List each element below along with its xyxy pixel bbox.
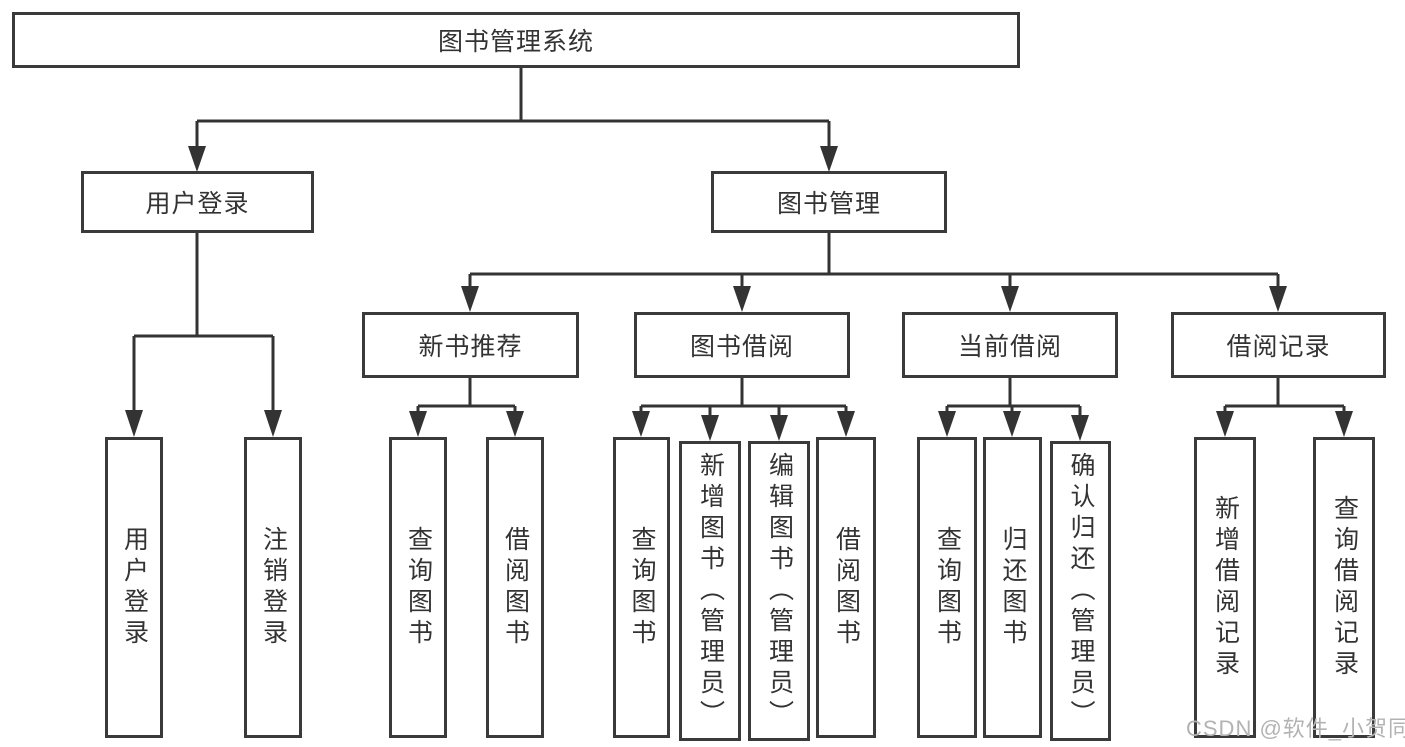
node-borrow-records-label: 借阅记录 [1226,333,1331,361]
node-root-label: 图书管理系统 [437,28,594,56]
leaf-borrow-borrow-books: 借阅图书 [816,437,876,738]
node-book-management: 图书管理 [711,171,947,233]
leaf-rec-borrow-books-label: 借阅图书 [501,525,530,650]
leaf-borrow-query-books: 查询图书 [613,437,670,738]
node-current-borrowing: 当前借阅 [902,312,1118,378]
node-borrow-records: 借阅记录 [1171,312,1386,378]
leaf-records-add-borrow-record-label: 新增借阅记录 [1211,494,1240,681]
leaf-user-login: 用户登录 [105,437,163,738]
node-new-book-recommend-label: 新书推荐 [418,333,523,361]
leaf-records-query-borrow-record: 查询借阅记录 [1313,437,1375,738]
node-root: 图书管理系统 [12,12,1020,68]
leaf-user-login-label: 用户登录 [120,525,149,650]
node-current-borrowing-label: 当前借阅 [957,333,1062,361]
leaf-rec-borrow-books: 借阅图书 [486,437,544,738]
csdn-watermark: CSDN @软件_小贺同学 [1186,716,1405,741]
leaf-current-return-books: 归还图书 [983,437,1042,738]
node-book-borrowing-label: 图书借阅 [689,333,794,361]
leaf-borrow-add-books-admin: 新增图书（管理员） [679,441,741,741]
leaf-borrow-borrow-books-label: 借阅图书 [832,525,861,650]
leaf-current-query-books-label: 查询图书 [933,525,962,650]
leaf-logout-label: 注销登录 [259,525,288,650]
node-book-management-label: 图书管理 [776,190,881,218]
leaf-current-confirm-return-admin-label: 确认归还（管理员） [1067,451,1095,731]
leaf-borrow-edit-books-admin-label: 编辑图书（管理员） [765,451,794,731]
leaf-borrow-edit-books-admin: 编辑图书（管理员） [748,441,810,741]
node-new-book-recommend: 新书推荐 [362,312,579,378]
leaf-borrow-query-books-label: 查询图书 [628,525,656,650]
leaf-logout: 注销登录 [244,437,302,738]
node-user-login-label: 用户登录 [145,190,250,218]
leaf-records-query-borrow-record-label: 查询借阅记录 [1330,494,1359,681]
leaf-rec-query-books-label: 查询图书 [404,525,433,650]
leaf-current-confirm-return-admin: 确认归还（管理员） [1050,441,1111,741]
leaf-borrow-add-books-admin-label: 新增图书（管理员） [696,451,725,731]
leaf-current-return-books-label: 归还图书 [999,525,1027,650]
node-book-borrowing: 图书借阅 [634,312,850,378]
node-user-login: 用户登录 [81,171,314,233]
leaf-rec-query-books: 查询图书 [389,437,447,738]
leaf-current-query-books: 查询图书 [917,437,977,738]
leaf-records-add-borrow-record: 新增借阅记录 [1194,437,1256,738]
